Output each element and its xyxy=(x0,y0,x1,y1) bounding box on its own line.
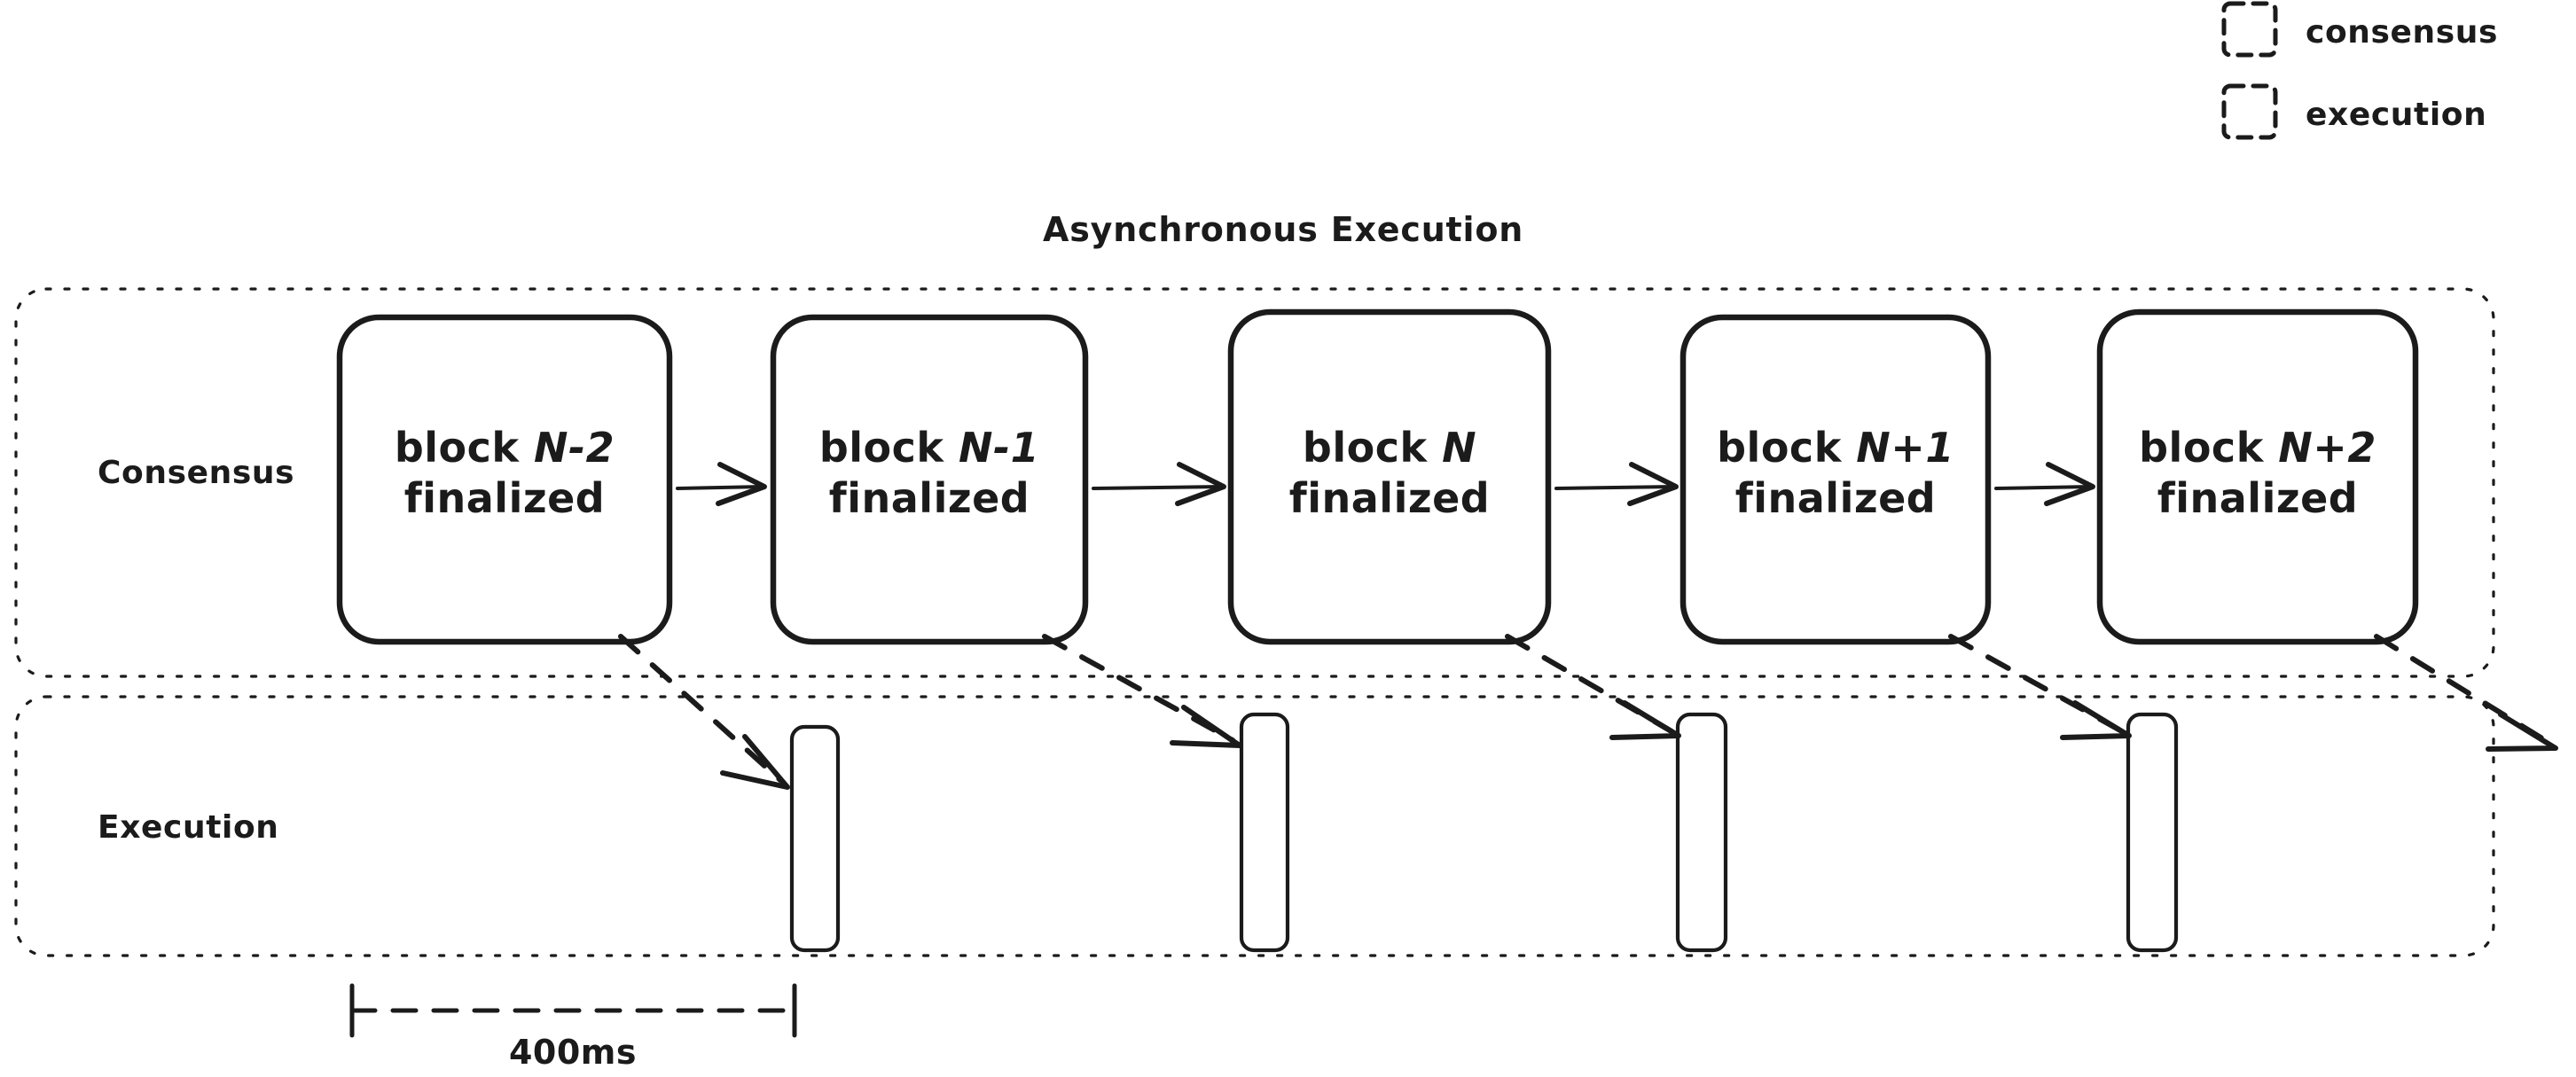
consensus-block-line1: block N+2 xyxy=(2139,424,2376,472)
execution-bar-border xyxy=(789,724,841,953)
consensus-lane-label: Consensus xyxy=(98,455,294,491)
execution-bar-border xyxy=(1675,712,1728,953)
consensus-block-line1: block N-2 xyxy=(395,424,615,472)
execution-bar-2[interactable] xyxy=(1239,712,1290,953)
execution-bar-3[interactable] xyxy=(1675,712,1728,953)
execution-bar-border xyxy=(1239,712,1290,953)
dispatch-arrow-5 xyxy=(2374,634,2558,752)
consensus-block-border xyxy=(336,314,673,645)
execution-hatch-swatch-border xyxy=(2221,83,2278,140)
consensus-flow-arrow-4 xyxy=(1994,462,2095,506)
consensus-block-n-plus-1[interactable]: block N+1 finalized xyxy=(1679,314,1992,645)
dispatch-arrow-2 xyxy=(1042,634,1242,748)
consensus-block-border xyxy=(2096,308,2419,645)
consensus-block-border xyxy=(1679,314,1992,645)
consensus-block-line2: finalized xyxy=(829,474,1030,522)
consensus-block-line2: finalized xyxy=(2157,474,2359,522)
consensus-block-line2: finalized xyxy=(1289,474,1491,522)
execution-bar-border xyxy=(2126,712,2179,953)
legend-item-execution: execution xyxy=(2221,83,2486,140)
legend-label-execution: execution xyxy=(2306,97,2486,133)
consensus-block-border xyxy=(1227,308,1552,645)
execution-lane-container xyxy=(14,695,2495,957)
legend-item-consensus: consensus xyxy=(2221,1,2498,58)
consensus-flow-arrow-2 xyxy=(1092,462,1226,506)
consensus-block-n-minus-2[interactable]: block N-2 finalized xyxy=(336,314,673,645)
consensus-block-n-minus-1[interactable]: block N-1 finalized xyxy=(770,314,1089,645)
consensus-block-line1: block N+1 xyxy=(1717,424,1954,472)
legend: consensus execution xyxy=(2221,1,2498,140)
execution-lane-label: Execution xyxy=(98,809,279,846)
dispatch-arrow-3 xyxy=(1505,634,1681,740)
dispatch-arrow-4 xyxy=(1948,634,2132,740)
legend-label-consensus: consensus xyxy=(2306,14,2498,51)
measure-label: 400ms xyxy=(509,1033,637,1072)
consensus-block-line2: finalized xyxy=(404,474,606,522)
slot-duration-measure: 400ms xyxy=(349,983,797,1072)
consensus-flow-arrow-3 xyxy=(1554,462,1679,506)
dispatch-arrow-1 xyxy=(618,634,790,790)
consensus-block-line1: block N-1 xyxy=(819,424,1039,472)
consensus-flow-arrow-1 xyxy=(676,462,767,506)
consensus-lane-container xyxy=(14,287,2495,678)
consensus-block-line2: finalized xyxy=(1735,474,1937,522)
diagram-title: Asynchronous Execution xyxy=(1043,210,1523,249)
consensus-block-n[interactable]: block N finalized xyxy=(1227,308,1552,645)
execution-bar-1[interactable] xyxy=(789,724,841,953)
consensus-block-border xyxy=(770,314,1089,645)
consensus-block-n-plus-2[interactable]: block N+2 finalized xyxy=(2096,308,2419,645)
execution-bar-4[interactable] xyxy=(2126,712,2179,953)
consensus-block-line1: block N xyxy=(1303,424,1476,472)
consensus-hatch-swatch-border xyxy=(2221,1,2278,58)
